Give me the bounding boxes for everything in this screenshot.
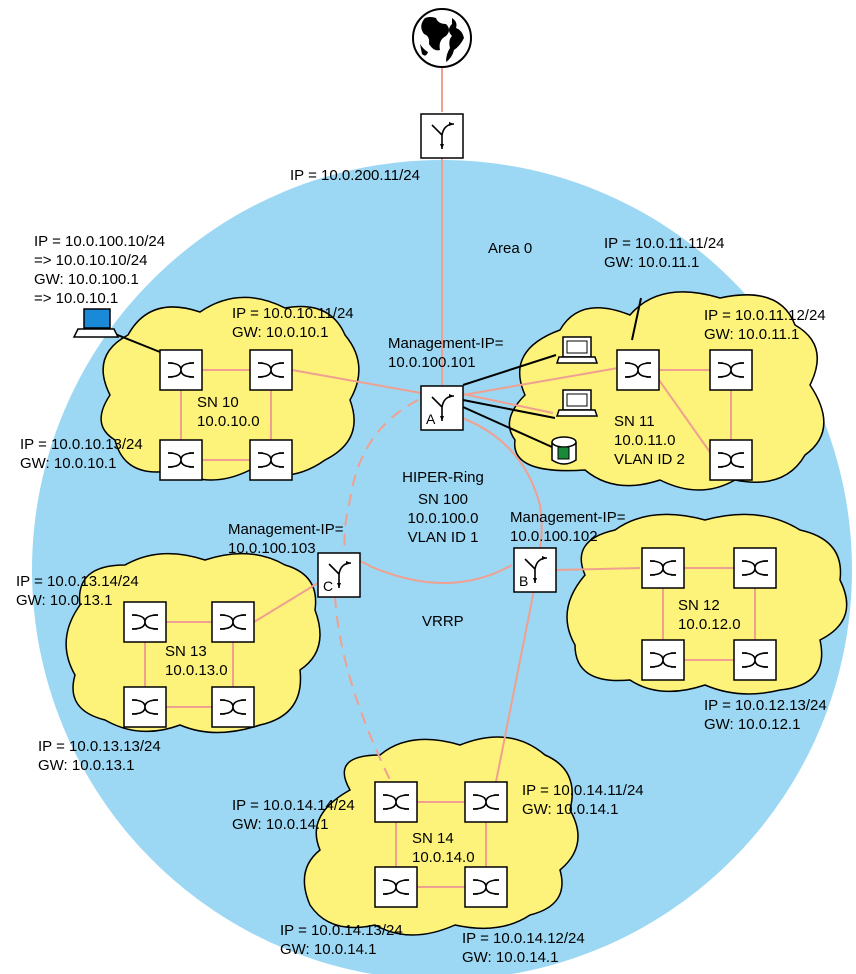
switch-sn10-bl [159,439,203,481]
router-c-letter: C [323,578,333,594]
sn12-network: 10.0.12.0 [678,616,741,633]
switch-sn10-tr [249,349,293,391]
sn13-bl-ip: IP = 10.0.13.13/24 [38,738,161,755]
switch-sn10-tl [159,349,203,391]
server-icon [551,436,577,465]
sn14-network: 10.0.14.0 [412,849,475,866]
sn13-bl-gw: GW: 10.0.13.1 [38,757,134,774]
sn14-tl-ip: IP = 10.0.14.14/24 [232,797,355,814]
router-b: B [513,547,557,593]
sn11-tl-ip: IP = 10.0.11.11/24 [604,235,725,252]
link-b-sn14 [491,584,536,803]
sn14-bl-ip: IP = 10.0.14.13/24 [280,922,403,939]
switch-sn12-tl [641,547,685,589]
sn14-tr-ip: IP = 10.0.14.11/24 [522,782,644,799]
area-label: Area 0 [488,240,532,257]
sn11-tl-gw: GW: 10.0.11.1 [604,254,699,271]
laptop-gw-new: => 10.0.10.1 [34,290,118,307]
laptop-icon [72,308,120,338]
switch-sn12-br [733,639,777,681]
sn11-name: SN 11 [614,413,655,430]
sn10-switch-gw: GW: 10.0.10.1 [232,324,328,341]
switch-sn13-tr [211,601,255,643]
switch-sn13-bl [123,686,167,728]
switch-sn13-tl [123,601,167,643]
sn12-br-gw: GW: 10.0.12.1 [704,716,800,733]
link-a-sn11 [462,367,619,396]
router-c-mgmt-ip: 10.0.100.103 [228,540,316,557]
sn13-name: SN 13 [165,643,207,660]
globe-icon [412,8,472,68]
sn14-br-ip: IP = 10.0.14.12/24 [462,930,585,947]
switch-sn14-tl [374,781,418,823]
ring-subnet: SN 100 [418,491,468,508]
pc-icon [556,336,598,364]
sn11-tr-gw: GW: 10.0.11.1 [704,326,799,343]
router-b-mgmt-label: Management-IP= [510,509,626,526]
sn11-tr-ip: IP = 10.0.11.12/24 [704,307,826,324]
sn10-bl-gw: GW: 10.0.10.1 [20,455,116,472]
switch-sn13-br [211,686,255,728]
switch-sn10-br [249,439,293,481]
switch-sn12-bl [641,639,685,681]
sn14-tl-gw: GW: 10.0.14.1 [232,816,328,833]
sn10-name: SN 10 [197,394,239,411]
router-a: A [420,385,464,431]
ring-name: HIPER-Ring [402,469,484,486]
link-a-server [462,406,553,448]
sn12-name: SN 12 [678,597,720,614]
router-a-mgmt-ip: 10.0.100.101 [388,354,476,371]
router-a-mgmt-label: Management-IP= [388,335,504,352]
switch-sn14-bl [374,866,418,908]
sn14-bl-gw: GW: 10.0.14.1 [280,941,376,958]
cloud-sn14 [303,736,579,936]
switch-sn11-tr [709,349,753,391]
switch-sn14-tr [464,781,508,823]
sn13-network: 10.0.13.0 [165,662,228,679]
sn10-network: 10.0.10.0 [197,413,260,430]
router-top-ip: IP = 10.0.200.11/24 [290,167,420,184]
switch-sn11-tl [616,349,660,391]
sn13-tl-gw: GW: 10.0.13.1 [16,592,112,609]
router-top [420,113,464,159]
sn10-switch-ip: IP = 10.0.10.11/24 [232,305,354,322]
router-b-letter: B [519,573,528,589]
laptop-ip-new: => 10.0.10.10/24 [34,252,147,269]
link-b-sn12 [555,567,641,571]
router-b-mgmt-ip: 10.0.100.102 [510,528,598,545]
sn13-tl-ip: IP = 10.0.13.14/24 [16,573,139,590]
sn11-vlan: VLAN ID 2 [614,451,685,468]
ring-vlan: VLAN ID 1 [408,529,479,546]
sn14-br-gw: GW: 10.0.14.1 [462,949,558,966]
switch-sn11-br [709,439,753,481]
laptop-ip: IP = 10.0.100.10/24 [34,233,165,250]
sn10-bl-ip: IP = 10.0.10.13/24 [20,436,143,453]
cloud-sn10 [100,296,360,481]
vrrp-label: VRRP [422,613,464,630]
link-a-pc2 [462,399,556,419]
sn14-tr-gw: GW: 10.0.14.1 [522,801,618,818]
sn12-br-ip: IP = 10.0.12.13/24 [704,697,827,714]
link-a-pc1 [462,354,557,386]
sn11-network: 10.0.11.0 [614,432,675,449]
router-c: C [317,552,361,598]
switch-sn14-br [464,866,508,908]
link-c-sn13 [253,582,319,623]
callout-sn11-switch [631,297,642,341]
router-c-mgmt-label: Management-IP= [228,521,344,538]
sn14-name: SN 14 [412,830,454,847]
pc-icon [556,389,598,417]
links [144,68,756,888]
laptop-gw: GW: 10.0.100.1 [34,271,139,288]
router-a-letter: A [426,411,436,427]
link-a-sn10 [291,369,422,394]
vrrp-link [334,399,419,791]
switch-sn12-tr [733,547,777,589]
ring-network: 10.0.100.0 [408,510,479,527]
